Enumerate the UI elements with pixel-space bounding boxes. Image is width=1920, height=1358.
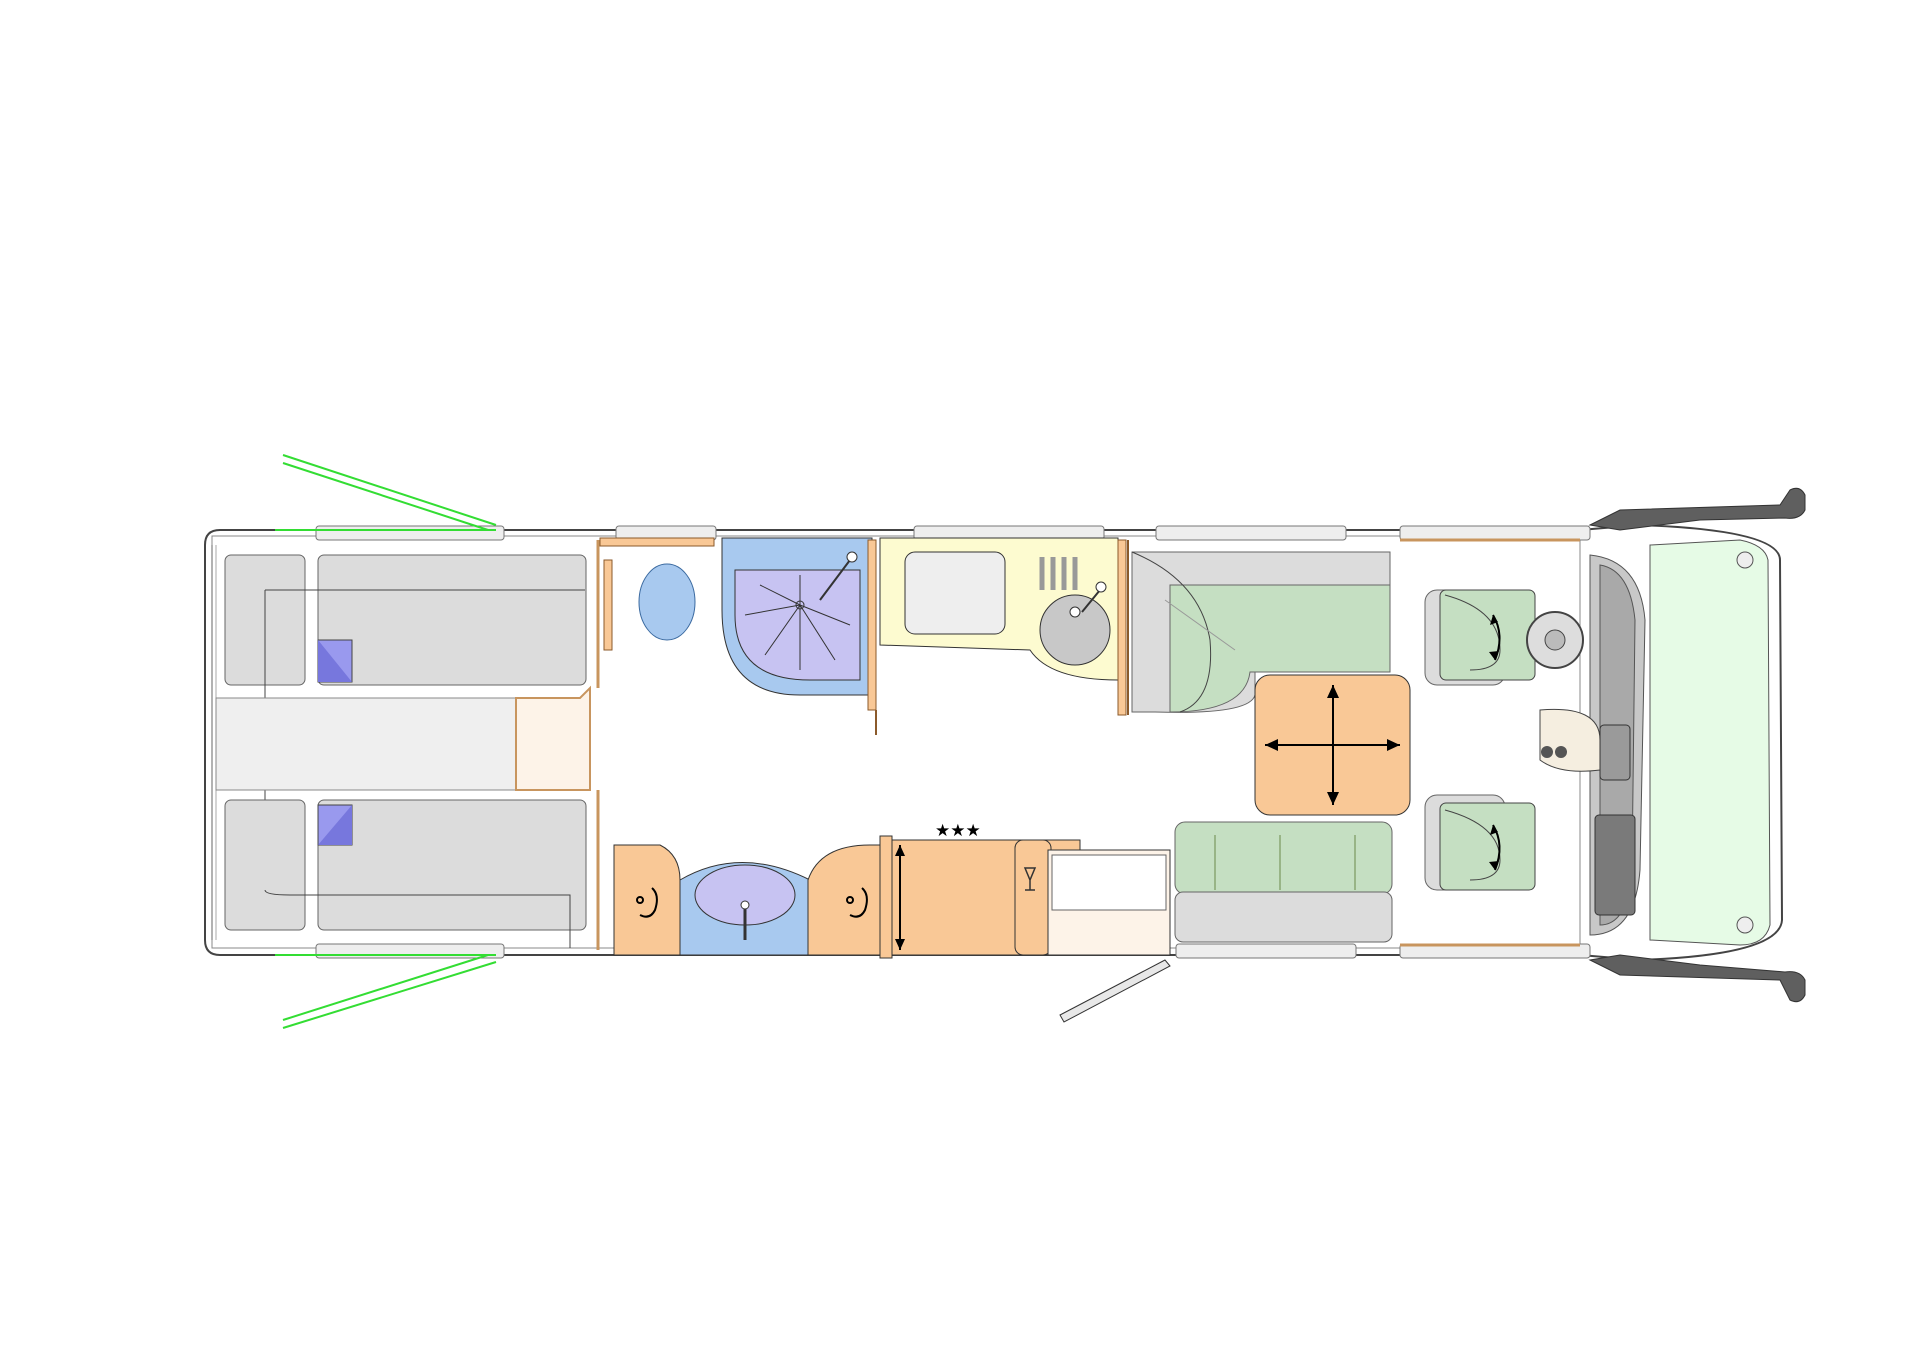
hanger-icon [639, 887, 658, 918]
dinette-bench-bottom [1174, 821, 1393, 943]
rear-garage-door-top[interactable] [275, 454, 497, 531]
fridge-unit[interactable]: ★★★ [879, 821, 1081, 959]
passenger-seat[interactable] [1424, 794, 1536, 891]
washbasin [679, 862, 811, 956]
driver-seat[interactable] [1424, 589, 1536, 686]
wine-glass-icon [1023, 867, 1037, 891]
dashboard [1526, 554, 1646, 936]
shower-head-icon [819, 559, 851, 601]
entrance-step [1047, 849, 1171, 956]
hanger-icon [849, 887, 868, 918]
windscreen [1649, 539, 1771, 946]
headlight-icon [1736, 916, 1754, 934]
fridge-star-rating: ★★★ [935, 821, 981, 841]
dining-table[interactable] [1254, 674, 1411, 816]
wardrobe-middle[interactable] [807, 844, 881, 956]
entrance-door[interactable] [1059, 959, 1171, 1023]
toilet-icon [638, 563, 696, 641]
headlight-icon [1736, 551, 1754, 569]
wardrobe-left[interactable] [613, 844, 681, 956]
rear-garage-door-bottom[interactable] [275, 954, 497, 1029]
bed-bridge-step [215, 565, 600, 950]
interior-partitions [596, 538, 1580, 947]
toilet-room [599, 537, 715, 651]
kitchen-counter [879, 537, 1129, 716]
left-wing-mirror [1588, 487, 1806, 531]
sink-icon [1039, 594, 1111, 666]
shower-cubicle [721, 537, 877, 735]
cooker-hob [904, 551, 1006, 635]
rear-bed-left [224, 554, 587, 890]
drainer-icon [1039, 557, 1078, 590]
rear-bed-right [224, 799, 587, 948]
right-wing-mirror [1588, 954, 1806, 1003]
